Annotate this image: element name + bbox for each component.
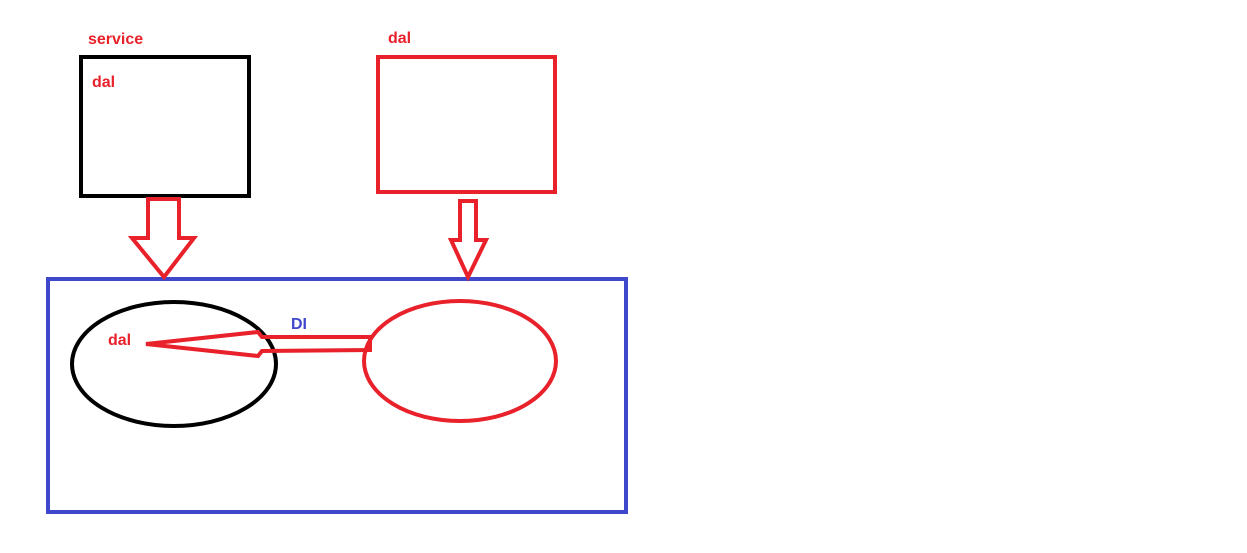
provider-ellipse xyxy=(362,299,558,423)
dal-box-label: dal xyxy=(388,30,411,47)
di-label: DI xyxy=(291,316,307,333)
service-down-arrow xyxy=(127,197,199,281)
dal-down-arrow xyxy=(447,199,490,282)
ellipse-dal-label: dal xyxy=(108,332,131,349)
container-box xyxy=(46,277,628,514)
consumer-ellipse xyxy=(70,300,278,428)
dal-box xyxy=(376,55,557,194)
service-box xyxy=(79,55,251,198)
di-arrow xyxy=(145,329,372,359)
service-label: service xyxy=(88,31,143,48)
service-dal-label: dal xyxy=(92,74,115,91)
